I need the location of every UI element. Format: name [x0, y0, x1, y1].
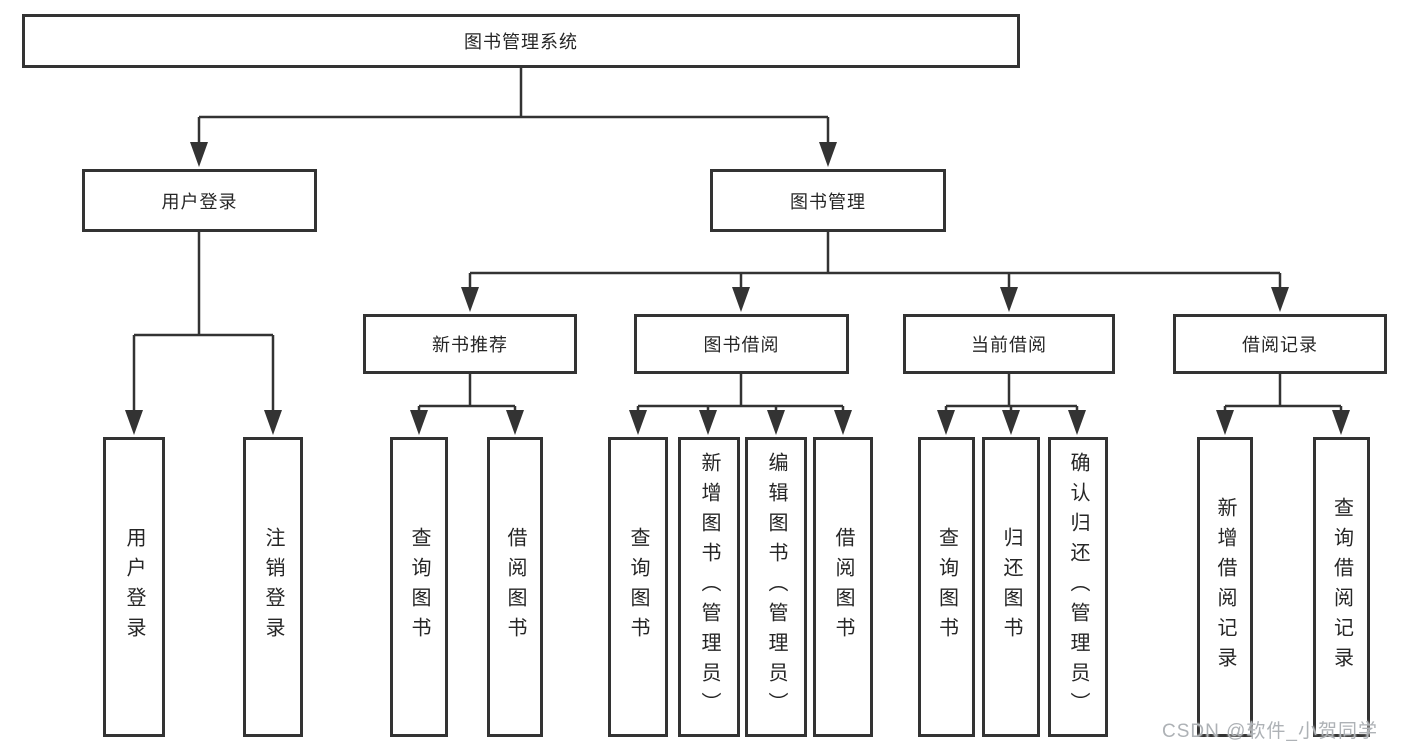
- leaf-borrow-books-recommend: 借阅图书: [487, 437, 543, 737]
- leaf-edit-book-admin: 编辑图书（管理员）: [745, 437, 807, 737]
- leaf-return-books: 归还图书: [982, 437, 1040, 737]
- connector-user-login-branch: [132, 232, 275, 412]
- leaf-label: 归还图书: [1000, 527, 1022, 647]
- leaf-logout: 注销登录: [243, 437, 303, 737]
- leaf-label: 确认归还（管理员）: [1067, 452, 1089, 722]
- arrow-down-icon: [190, 142, 208, 167]
- leaf-label: 借阅图书: [832, 527, 854, 647]
- node-library-system: 图书管理系统: [22, 14, 1020, 68]
- arrow-down-icon: [1002, 410, 1020, 435]
- leaf-borrow-books-borrowing: 借阅图书: [813, 437, 873, 737]
- leaf-add-borrow-record: 新增借阅记录: [1197, 437, 1253, 737]
- leaf-label: 用户登录: [123, 527, 145, 647]
- leaf-confirm-return-admin: 确认归还（管理员）: [1048, 437, 1108, 737]
- connector-new-book-group: [417, 374, 517, 413]
- connector-book-borrowing-group: [636, 374, 845, 413]
- arrow-down-icon: [1216, 410, 1234, 435]
- leaf-query-borrow-record: 查询借阅记录: [1313, 437, 1370, 737]
- node-borrow-records: 借阅记录: [1173, 314, 1387, 374]
- node-book-borrowing: 图书借阅: [634, 314, 849, 374]
- connector-root-trunk: [197, 68, 830, 143]
- connector-current-borrowing-group: [944, 374, 1079, 413]
- leaf-label: 新增图书（管理员）: [698, 452, 720, 722]
- leaf-label: 查询图书: [627, 527, 649, 647]
- arrow-down-icon: [699, 410, 717, 435]
- csdn-watermark: CSDN @软件_小贺同学: [1162, 721, 1378, 742]
- leaf-query-books-borrowing: 查询图书: [608, 437, 668, 737]
- leaf-label: 新增借阅记录: [1214, 497, 1236, 677]
- leaf-label: 查询图书: [935, 527, 958, 647]
- arrow-down-icon: [819, 142, 837, 167]
- arrow-down-icon: [834, 410, 852, 435]
- arrow-down-icon: [937, 410, 955, 435]
- leaf-label: 借阅图书: [504, 527, 526, 647]
- arrow-down-icon: [1000, 287, 1018, 312]
- arrow-down-icon: [732, 287, 750, 312]
- leaf-label: 查询借阅记录: [1330, 497, 1353, 677]
- leaf-add-book-admin: 新增图书（管理员）: [678, 437, 740, 737]
- node-new-book-recommend: 新书推荐: [363, 314, 577, 374]
- leaf-label: 编辑图书（管理员）: [765, 452, 787, 722]
- arrow-down-icon: [125, 410, 143, 435]
- connector-borrow-records-group: [1223, 374, 1343, 413]
- arrow-down-icon: [506, 410, 524, 435]
- arrow-down-icon: [1271, 287, 1289, 312]
- arrow-down-icon: [461, 287, 479, 312]
- leaf-user-login: 用户登录: [103, 437, 165, 737]
- arrow-down-icon: [629, 410, 647, 435]
- arrowheads: [125, 142, 1350, 435]
- arrow-down-icon: [1068, 410, 1086, 435]
- arrow-down-icon: [1332, 410, 1350, 435]
- connector-book-management-branch: [468, 232, 1282, 289]
- node-user-login: 用户登录: [82, 169, 317, 232]
- node-current-borrowing: 当前借阅: [903, 314, 1115, 374]
- leaf-query-books-current: 查询图书: [918, 437, 975, 737]
- leaf-label: 查询图书: [408, 527, 430, 647]
- arrow-down-icon: [264, 410, 282, 435]
- arrow-down-icon: [767, 410, 785, 435]
- arrow-down-icon: [410, 410, 428, 435]
- leaf-label: 注销登录: [262, 527, 284, 647]
- leaf-query-books-recommend: 查询图书: [390, 437, 448, 737]
- node-book-management: 图书管理: [710, 169, 946, 232]
